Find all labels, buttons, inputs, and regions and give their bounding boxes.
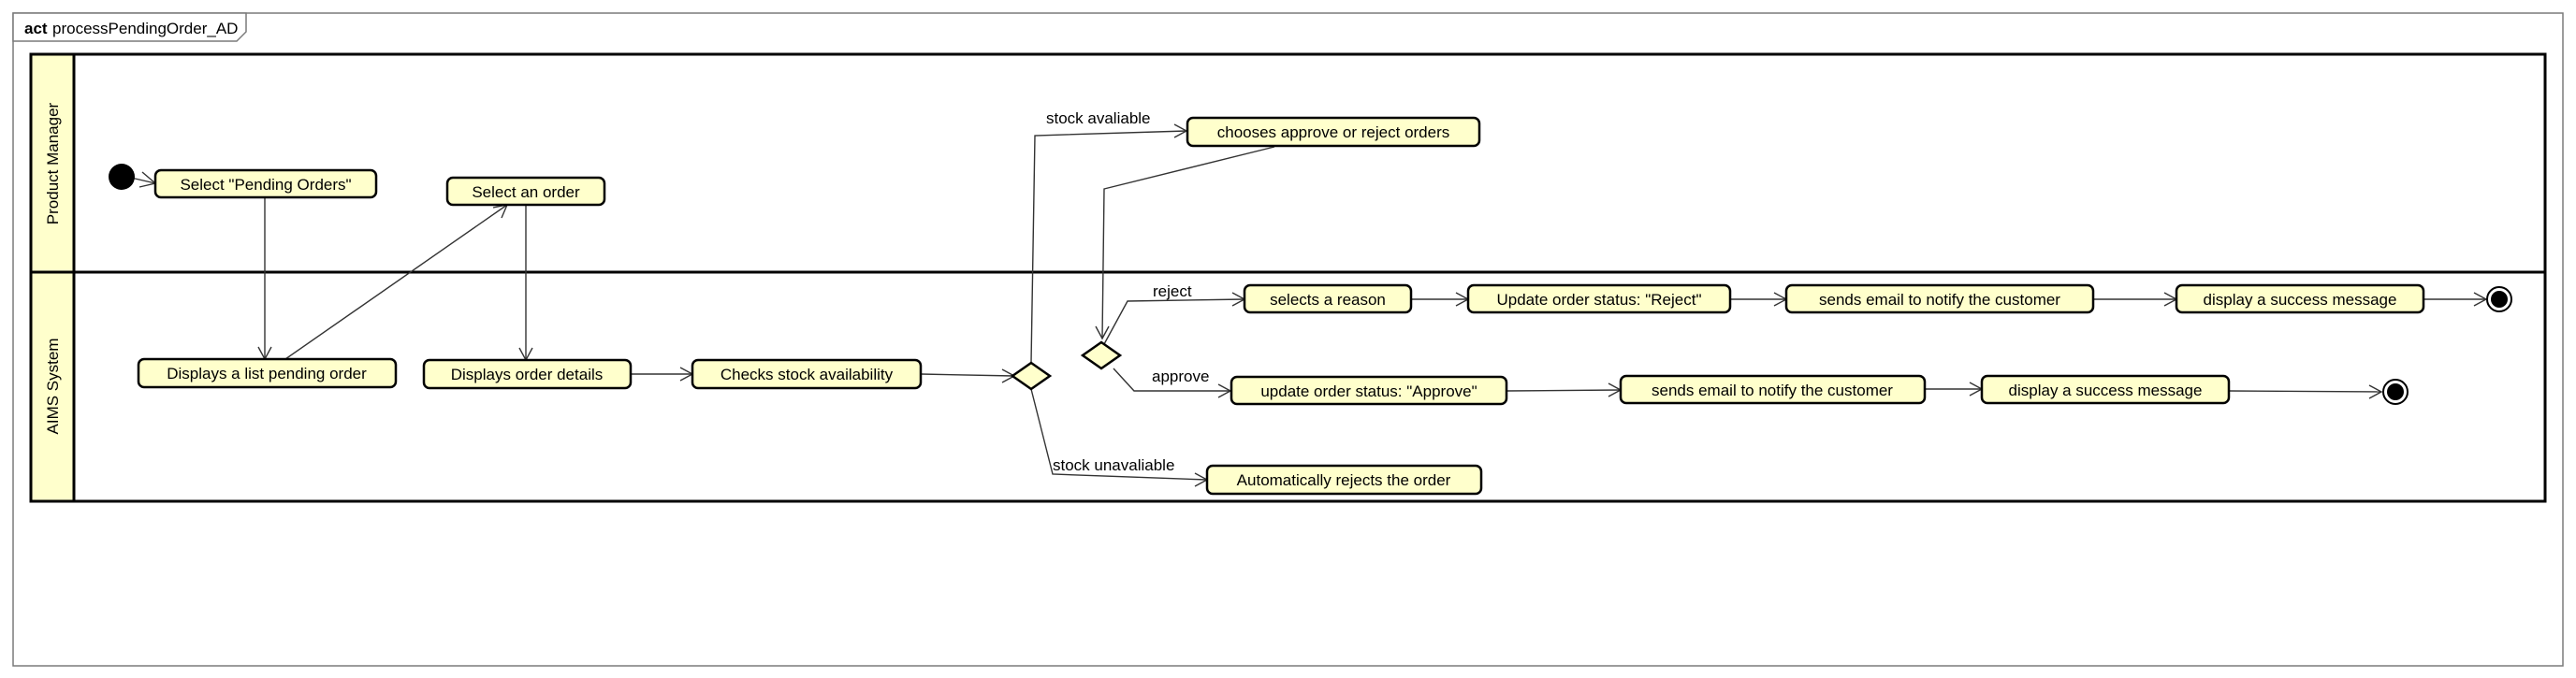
svg-text:Select an order: Select an order: [472, 183, 580, 201]
action-check-stock: Checks stock availability: [691, 358, 923, 390]
guard-approve: approve: [1152, 368, 1209, 385]
initial-node: [109, 164, 135, 190]
action-select-an-order: Select an order: [445, 176, 606, 207]
action-update-status-reject: Update order status: "Reject": [1466, 283, 1732, 314]
svg-text:display a success message: display a success message: [2009, 382, 2203, 399]
action-send-email-reject: sends email to notify the customer: [1784, 283, 2095, 314]
control-flows: [130, 123, 2488, 487]
svg-text:display a success message: display a success message: [2204, 291, 2397, 309]
frame-name-tab: [12, 12, 247, 42]
guard-stock-unavailable: stock unavaliable: [1053, 456, 1174, 474]
action-display-list-pending: Displays a list pending order: [137, 357, 398, 389]
frame-keyword: act: [24, 20, 48, 37]
action-success-message-reject: display a success message: [2175, 283, 2425, 314]
final-node-reject: [2486, 286, 2512, 312]
diagram-frame: [12, 12, 2564, 667]
svg-text:Automatically rejects the orde: Automatically rejects the order: [1237, 471, 1451, 489]
action-select-pending-orders: Select "Pending Orders": [153, 168, 378, 199]
action-select-reason: selects a reason: [1243, 283, 1413, 314]
svg-text:chooses approve or reject orde: chooses approve or reject orders: [1217, 123, 1450, 141]
svg-text:sends email to notify the cust: sends email to notify the customer: [1652, 382, 1893, 399]
svg-text:sends email to notify the cust: sends email to notify the customer: [1819, 291, 2060, 309]
svg-text:Displays order details: Displays order details: [451, 366, 604, 383]
guard-reject: reject: [1153, 282, 1192, 300]
svg-text:selects a reason: selects a reason: [1270, 291, 1386, 309]
final-node-approve: [2382, 379, 2409, 405]
svg-text:Select "Pending Orders": Select "Pending Orders": [180, 176, 351, 194]
action-send-email-approve: sends email to notify the customer: [1619, 374, 1927, 405]
svg-text:Checks stock availability: Checks stock availability: [720, 366, 894, 383]
svg-text:Update order status: "Reject": Update order status: "Reject": [1496, 291, 1701, 309]
action-auto-reject-order: Automatically rejects the order: [1205, 464, 1483, 496]
lane-label-aims-system: AIMS System: [44, 339, 62, 435]
decision-approve-reject: [1080, 340, 1123, 370]
svg-text:Displays a list pending order: Displays a list pending order: [167, 365, 367, 382]
action-update-status-approve: update order status: "Approve": [1230, 375, 1508, 406]
lane-label-product-manager: Product Manager: [44, 102, 62, 224]
action-choose-approve-reject: chooses approve or reject orders: [1186, 116, 1481, 148]
lane-header-product-manager: [29, 52, 76, 274]
frame-title: processPendingOrder_AD: [52, 20, 238, 37]
svg-text:update order status: "Approve": update order status: "Approve": [1260, 382, 1477, 400]
decision-stock-check: [1010, 361, 1053, 391]
lane-header-aims-system: [29, 270, 76, 503]
action-success-message-approve: display a success message: [1980, 374, 2231, 405]
action-display-order-details: Displays order details: [422, 358, 633, 390]
guard-stock-available: stock avaliable: [1046, 109, 1151, 127]
